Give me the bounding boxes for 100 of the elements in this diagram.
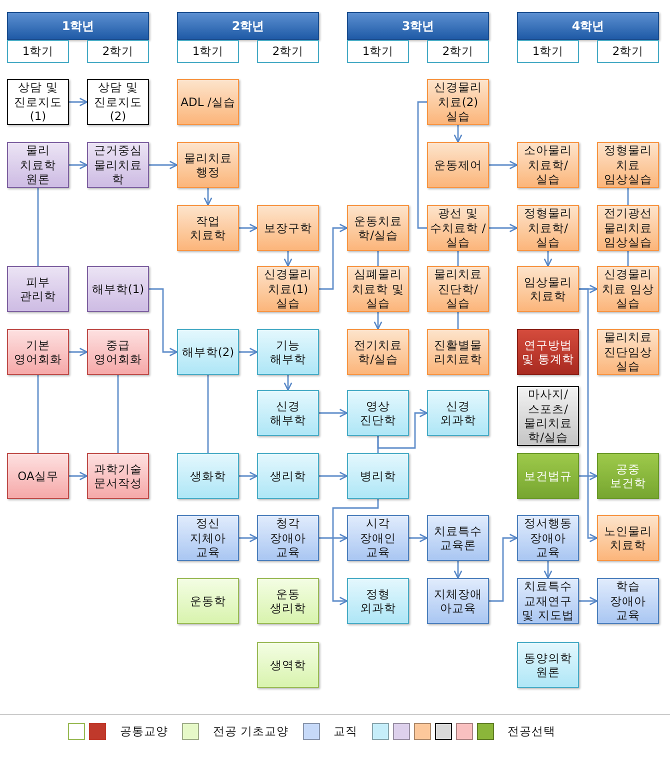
course-box	[7, 453, 69, 499]
course-box	[517, 515, 579, 561]
course-name: 보건법규	[523, 468, 573, 484]
course-name: 시각 장애인 교육	[359, 516, 397, 560]
connector-line	[627, 188, 629, 205]
course-box	[517, 329, 579, 375]
semester-header	[7, 40, 69, 63]
course-box	[257, 453, 319, 499]
course-name: 기능 해부학	[269, 338, 307, 366]
connector-line	[207, 375, 209, 453]
year-label: 4학년	[570, 18, 606, 34]
course-box	[597, 515, 659, 561]
year-header	[7, 12, 149, 40]
arrow	[69, 472, 88, 480]
semester-header	[257, 40, 319, 63]
course-box	[347, 205, 409, 251]
course-name: 보장구학	[263, 220, 313, 236]
course-box	[7, 142, 69, 188]
course-name: 학습 장애아 교육	[609, 579, 647, 623]
course-name: 운동학	[189, 594, 227, 608]
arrow	[239, 348, 258, 356]
semester-header	[177, 40, 239, 63]
course-name: 광선 및 수치료학 /실습	[429, 206, 487, 250]
course-box	[7, 329, 69, 375]
arrow	[239, 534, 258, 542]
course-name: 정형물리 치료학/ 실습	[523, 206, 573, 250]
course-name: 상담 및 진로지도 (2)	[93, 80, 143, 124]
connector-line	[117, 375, 119, 453]
year-label: 2학년	[230, 18, 266, 34]
course-name: 기본 영어회화	[13, 338, 63, 366]
legend-label: 전공선택	[508, 724, 556, 739]
course-name: 신경물리 치료(2) 실습	[433, 80, 483, 124]
arrow	[454, 561, 462, 579]
arrow	[544, 251, 552, 267]
course-box	[7, 266, 69, 312]
course-name: 노인물리 치료학	[603, 524, 653, 552]
arrow	[579, 472, 598, 480]
arrow	[489, 534, 518, 602]
arrow	[69, 160, 88, 170]
semester-label: 1학기	[531, 44, 565, 59]
course-box	[597, 578, 659, 624]
arrow	[239, 472, 258, 480]
course-box	[87, 266, 149, 312]
course-box	[257, 329, 319, 375]
semester-label: 2학기	[441, 44, 475, 59]
course-box	[87, 79, 149, 125]
semester-label: 1학기	[191, 44, 225, 59]
arrow	[319, 408, 348, 418]
course-name: 물리치료 행정	[183, 150, 233, 180]
course-box	[347, 390, 409, 436]
course-name: 심폐물리 치료학 및 실습	[351, 267, 405, 311]
arrow	[319, 534, 348, 542]
connector-line	[377, 251, 379, 266]
course-name: 지체장애 아교육	[433, 586, 483, 616]
course-box	[257, 642, 319, 688]
course-box	[597, 142, 659, 188]
course-box	[87, 329, 149, 375]
semester-label: 2학기	[101, 44, 135, 59]
course-box	[257, 205, 319, 251]
connector-line	[417, 101, 427, 229]
course-name: 청각 장애아 교육	[269, 516, 307, 560]
course-box	[597, 453, 659, 499]
course-name: 임상물리 치료학	[523, 274, 573, 304]
arrow	[149, 160, 178, 170]
course-box	[347, 515, 409, 561]
arrow	[69, 98, 88, 106]
course-name: 정신 지체아 교육	[189, 516, 227, 560]
course-box	[177, 142, 239, 188]
course-name: 피부 관리학	[19, 274, 57, 304]
course-name: 치료특수 교재연구 및 지도법	[521, 579, 575, 623]
course-box	[257, 578, 319, 624]
arrow	[377, 408, 428, 449]
connector-line	[627, 251, 629, 266]
course-box	[177, 329, 239, 375]
course-box	[257, 515, 319, 561]
course-name: 생리학	[269, 468, 307, 484]
arrow	[374, 312, 382, 330]
course-name: 정서행동 장애아 교육	[523, 516, 573, 560]
course-name: 진활별물 리치료학	[433, 338, 483, 366]
course-name: 중급 영어회화	[93, 338, 143, 366]
course-name: 생화학	[189, 468, 227, 484]
course-box	[177, 205, 239, 251]
arrow	[489, 224, 518, 232]
arrow	[204, 188, 212, 206]
year-header	[177, 12, 319, 40]
course-box	[427, 266, 489, 312]
course-box	[517, 142, 579, 188]
course-name: 생역학	[269, 658, 307, 672]
course-box	[177, 453, 239, 499]
semester-label: 2학기	[611, 44, 645, 59]
connector-line	[37, 188, 39, 266]
legend-label: 공통교양	[120, 724, 168, 739]
course-name: 전기광선 물리치료 임상실습	[603, 206, 653, 250]
course-box	[177, 79, 239, 125]
course-name: 영상 진단학	[359, 398, 397, 428]
year-header	[517, 12, 659, 40]
course-name: 과학기술 문서작성	[93, 462, 143, 490]
course-name: 동양의학 원론	[523, 650, 573, 680]
arrow	[454, 125, 462, 143]
course-name: 상담 및 진로지도 (1)	[13, 80, 63, 124]
